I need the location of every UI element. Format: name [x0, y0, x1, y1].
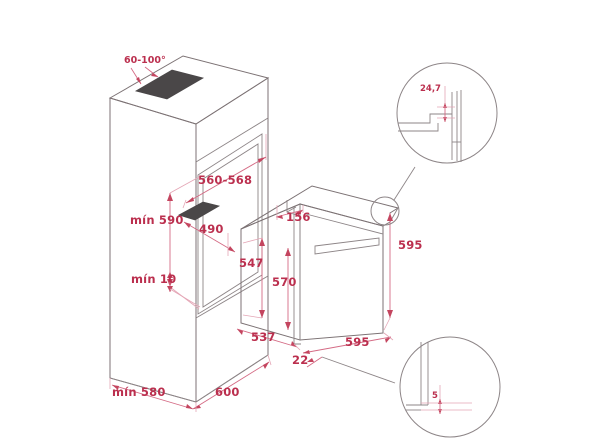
cabinet-lower-divider: [195, 275, 269, 319]
label-oven-width: 595: [345, 335, 370, 349]
cab-depth-arrow-left: [112, 385, 119, 390]
label-cab-width: 600: [215, 385, 240, 399]
shelf-depth-arrow-left: [184, 222, 191, 228]
detail-callout-top-right: [370, 62, 498, 226]
label-detail-bottom: 5: [432, 391, 438, 401]
label-niche-height: mín 590: [130, 213, 184, 227]
oven-side-arrow-bottom: [259, 310, 265, 318]
label-hob-angle: 60-100°: [124, 55, 166, 66]
oven-depth-arrow-top: [285, 248, 291, 256]
label-shelf-depth: 490: [199, 222, 224, 236]
oven-side-ext-top: [242, 237, 263, 244]
shelf-depth-arrow-right: [228, 246, 235, 252]
cabinet-top-face: [108, 55, 270, 125]
cab-width-ext-right: [267, 354, 272, 366]
detail-circle-bottom: [399, 336, 501, 438]
oven-unit: [240, 185, 400, 345]
niche-width-ext-left: [182, 199, 187, 209]
label-cab-depth: mín 580: [112, 385, 166, 399]
niche-width-arrow-right: [258, 157, 266, 163]
niche-height-arrow-top: [167, 193, 173, 201]
detail-leader-bottom: [321, 356, 396, 384]
cab-width-dim-line: [192, 361, 270, 410]
cab-width-arrow-left: [193, 405, 201, 409]
cab-depth-arrow-right: [186, 404, 193, 409]
oven-base-dim-line: [236, 328, 298, 348]
cooktop-hob-panel: [134, 69, 205, 100]
cabinet-side-face: [195, 77, 269, 403]
niche-height-ext-top: [169, 176, 200, 194]
oven-side-ext-bottom: [242, 314, 263, 319]
oven-depth-arrow-bottom: [285, 322, 291, 330]
oven-base-arrow-left: [237, 329, 243, 335]
oven-width-arrow-right: [385, 337, 391, 343]
oven-width-dim-line: [302, 336, 392, 354]
oven-dimension-group: [236, 205, 394, 368]
cabinet-dimension-group: [109, 66, 272, 412]
cabinet-niche-inner: [202, 143, 259, 308]
oven-notch-arrow-right: [297, 210, 303, 216]
label-foot-offset: 22: [292, 353, 308, 367]
cabinet-shelf-slab: [177, 201, 221, 221]
cab-width-arrow-right: [263, 362, 269, 369]
foot-offset-dim-line: [306, 356, 323, 368]
foot-offset-arrow: [307, 358, 314, 362]
foot-offset-ext: [293, 343, 301, 351]
label-bottom-gap: mín 10: [131, 272, 176, 286]
label-oven-side: 547: [239, 256, 264, 270]
niche-width-dim-line: [185, 156, 267, 204]
shelf-depth-dim-line: [183, 221, 236, 253]
oven-side-arrow-top: [259, 238, 265, 246]
bottom-gap-ext-line: [169, 288, 201, 308]
oven-width-arrow-left: [303, 350, 310, 354]
detail-callout-bottom-right: [321, 336, 501, 438]
oven-door-trim: [305, 213, 384, 235]
oven-side-face: [240, 203, 301, 341]
cab-depth-dim-line: [111, 384, 194, 410]
cabinet-column: [108, 55, 270, 403]
detail-leader-top: [393, 166, 416, 201]
oven-top-face: [240, 185, 400, 230]
oven-height-arrow-top: [387, 213, 393, 221]
label-oven-base: 537: [251, 330, 276, 344]
oven-notch-arrow-left: [276, 215, 283, 219]
oven-height-arrow-bottom: [387, 310, 393, 318]
oven-door-face: [299, 203, 384, 341]
oven-door-handle: [314, 237, 380, 255]
detail-circle-top: [396, 62, 498, 164]
hob-angle-arrow-1: [136, 77, 141, 84]
label-oven-depth: 570: [272, 275, 297, 289]
label-detail-top: 24,7: [420, 84, 441, 94]
cabinet-divider-line: [195, 117, 269, 163]
detail-marker-circle-top: [370, 196, 400, 226]
detail-worktop-edge: [398, 113, 452, 124]
bottom-gap-arrow-top: [167, 272, 173, 278]
label-oven-notch: 156: [286, 210, 311, 224]
oven-width-ext-right: [383, 332, 394, 341]
dimension-labels: 60-100° 560-568 mín 590 490 mín 10 mín 5…: [112, 55, 441, 401]
oven-notch-edge: [286, 206, 297, 213]
detail-worktop-lower: [398, 123, 439, 132]
oven-height-ext-bottom: [383, 317, 391, 331]
label-niche-width: 560-568: [198, 173, 252, 187]
cabinet-front-face: [109, 97, 197, 403]
hob-angle-arrow-2: [151, 73, 158, 77]
label-oven-height: 595: [398, 238, 423, 252]
niche-width-arrow-left: [186, 197, 194, 203]
